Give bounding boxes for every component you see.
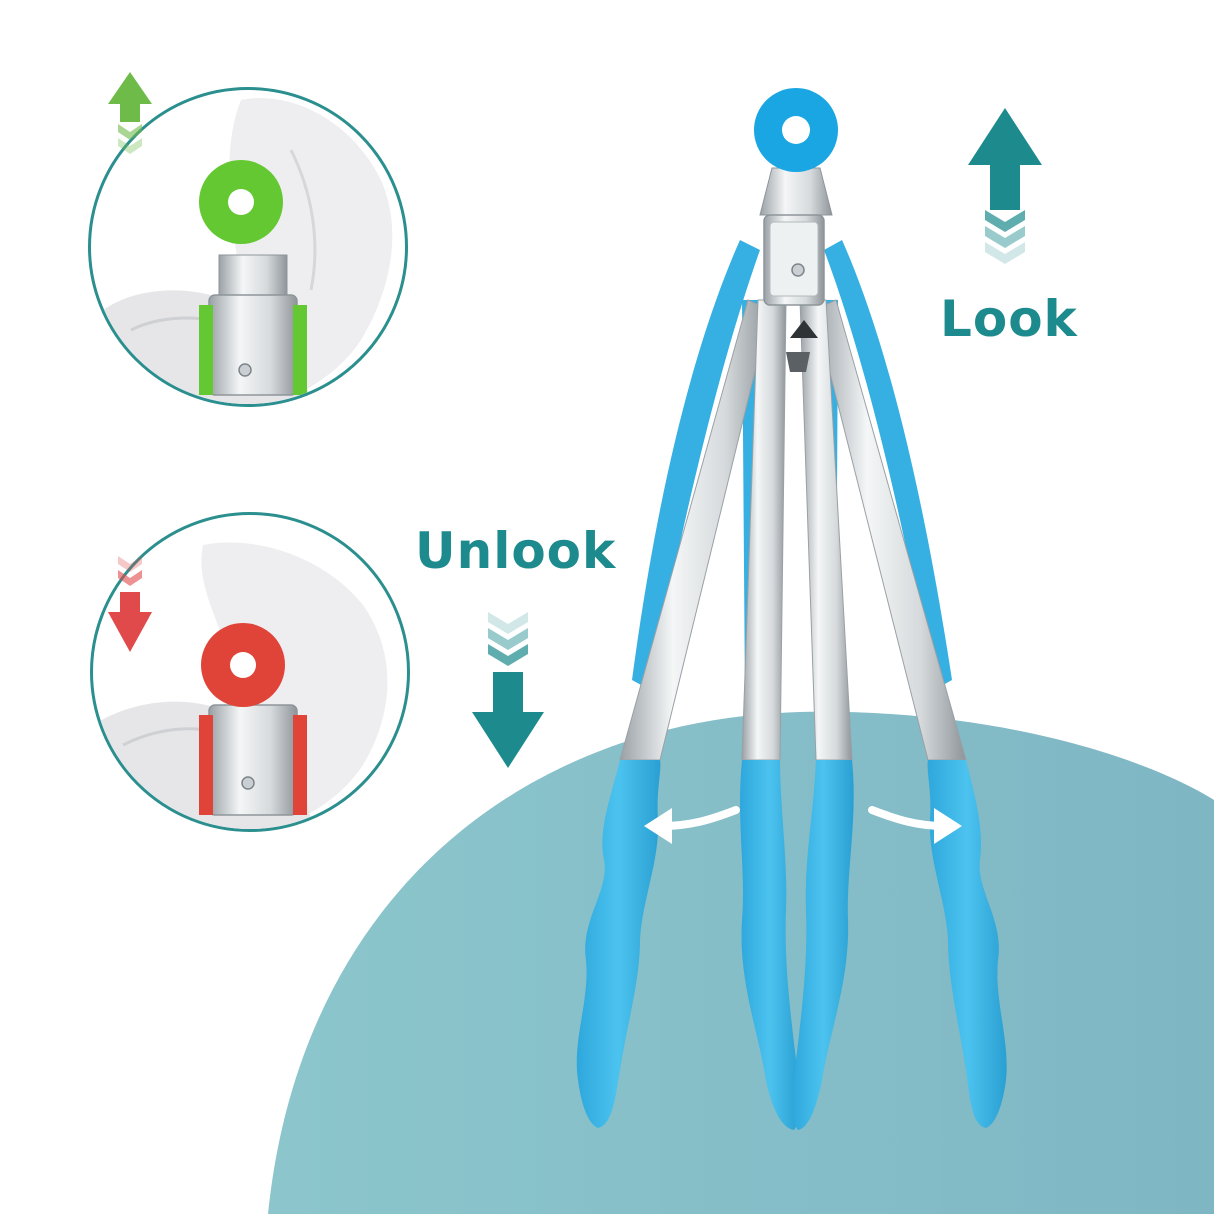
tong-silicone-tips (576, 760, 1007, 1130)
tong-steel-arms (619, 299, 967, 761)
lock-label: Look (940, 290, 1078, 348)
curved-arrow-right-icon (868, 806, 962, 844)
unlock-detail-circle (90, 512, 410, 832)
arrow-up-icon (968, 108, 1042, 264)
unlock-label: Unlook (415, 522, 617, 580)
green-ring-closeup (91, 98, 393, 404)
red-ring-closeup (93, 542, 388, 829)
lock-detail-circle (88, 87, 408, 407)
tong-hinge (759, 167, 833, 372)
lock-ring-blue (754, 88, 838, 172)
arrow-down-icon (472, 612, 544, 768)
curved-arrow-left-icon (644, 806, 740, 844)
